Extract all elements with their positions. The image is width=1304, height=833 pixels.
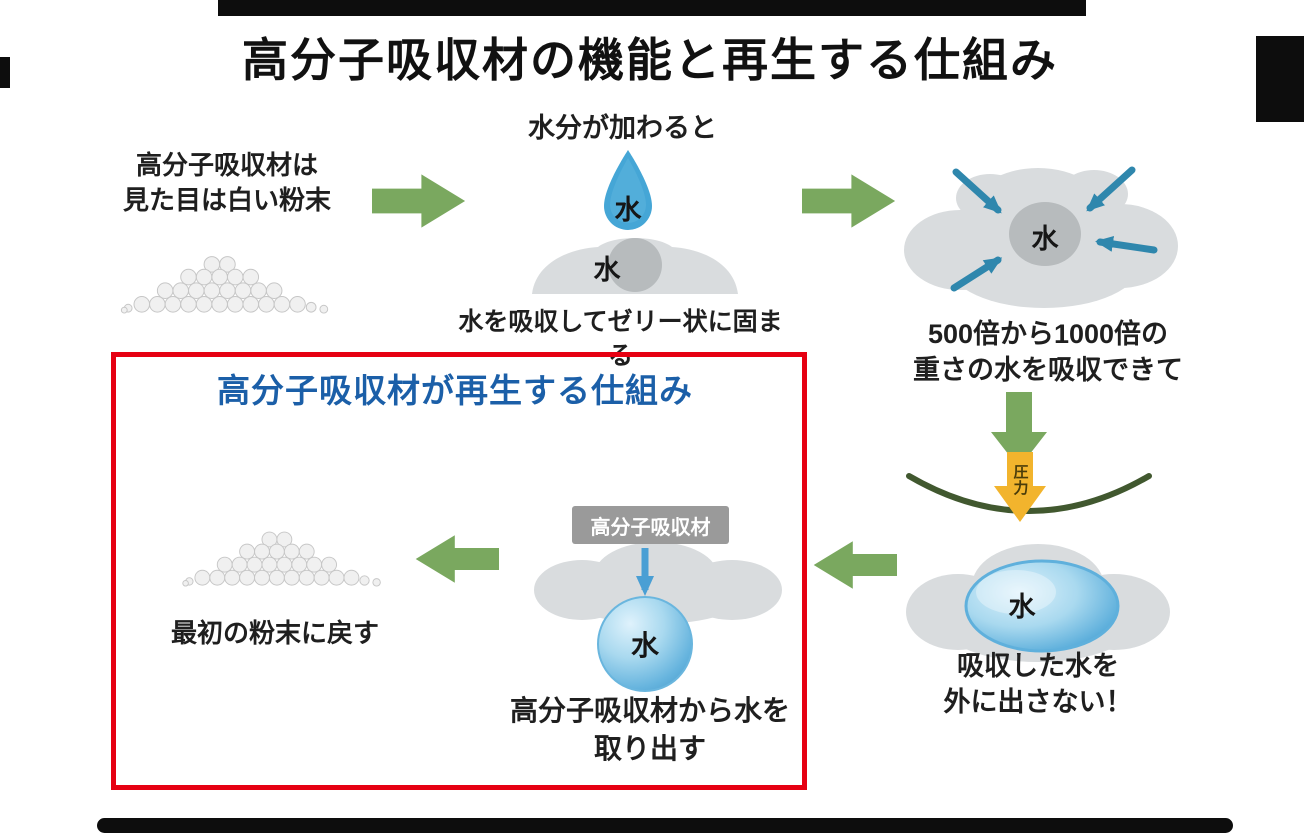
retain-caption: 吸収した水を 外に出さない！ <box>898 648 1178 721</box>
extract-caption-line2: 取り出す <box>593 732 706 764</box>
regen-powder-caption: 最初の粉末に戻す <box>170 618 379 648</box>
gel-mound-illustration <box>532 238 738 294</box>
swollen-gel-illustration <box>904 166 1178 308</box>
inward-arrows-icon <box>950 166 1158 292</box>
absorb-bottom-caption: 水を吸収してゼリー状に固まる <box>458 308 783 370</box>
absorb-top-caption: 水分が加わると <box>528 113 717 143</box>
capacity-caption-line1: 500倍から1000倍の <box>927 319 1169 349</box>
capacity-water-label: 水 <box>1031 224 1059 254</box>
frame-left-notch <box>0 57 10 88</box>
extract-caption: 高分子吸収材から水を 取り出す <box>468 692 832 768</box>
extracted-water-ball: 水 <box>597 596 693 692</box>
retain-caption-line1: 吸収した水を <box>957 651 1119 681</box>
regeneration-title: 高分子吸収材が再生する仕組み <box>217 372 693 409</box>
droplet-water-label: 水 <box>614 195 642 225</box>
retain-water-label: 水 <box>1008 592 1036 622</box>
frame-bottom-bar <box>97 818 1233 833</box>
pressure-arrow-icon <box>994 452 1046 522</box>
retain-caption-line2: 外に出さない！ <box>943 687 1133 718</box>
water-droplet-icon <box>604 150 652 230</box>
flow-arrow-right-2-icon <box>802 170 897 232</box>
capacity-caption-line2: 重さの水を吸収できて <box>913 355 1183 386</box>
powder-caption: 高分子吸収材は 見た目は白い粉末 <box>92 148 362 218</box>
regeneration-box <box>111 352 807 790</box>
pressure-label: 圧力 <box>1011 464 1029 496</box>
powder-caption-line2: 見た目は白い粉末 <box>122 185 331 216</box>
flow-arrow-left-outer-icon <box>812 536 897 594</box>
retained-water-illustration <box>906 544 1170 662</box>
membrane-curve-illustration <box>906 473 1152 514</box>
page-title: 高分子吸収材の機能と再生する仕組み <box>242 34 1058 86</box>
extract-caption-line1: 高分子吸収材から水を <box>509 695 790 726</box>
regen-water-label: 水 <box>630 630 659 661</box>
frame-right-bar <box>1256 36 1304 122</box>
powder-pile-illustration <box>118 242 333 315</box>
gel-water-label: 水 <box>593 255 621 285</box>
powder-caption-line1: 高分子吸収材は <box>135 150 318 180</box>
regen-gel-illustration <box>534 542 782 624</box>
flow-arrow-right-1-icon <box>372 170 467 232</box>
frame-top-bar <box>218 0 1086 16</box>
extract-arrow-down-icon <box>636 548 654 596</box>
regen-powder-pile-illustration <box>180 518 385 588</box>
absorber-tag: 高分子吸収材 <box>572 506 729 544</box>
flow-arrow-left-inner-icon <box>414 530 499 588</box>
capacity-caption: 500倍から1000倍の 重さの水を吸収できて <box>878 316 1218 389</box>
